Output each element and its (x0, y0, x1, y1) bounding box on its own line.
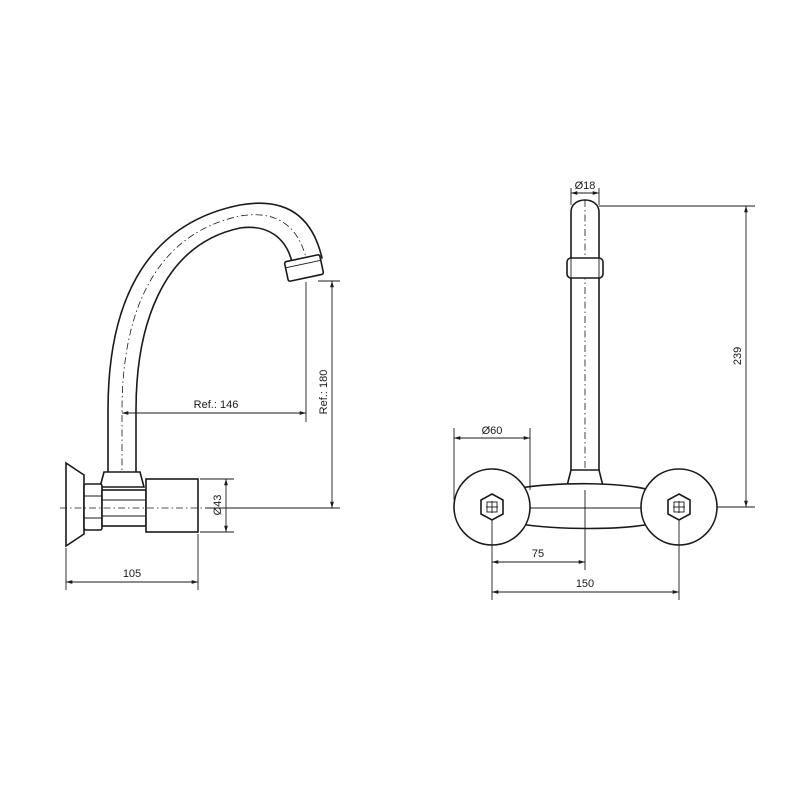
dimension-side-height: Ref.: 180 (205, 280, 340, 509)
dim-centers-label: 150 (576, 578, 594, 590)
hex-nut (83, 483, 103, 531)
dimension-front-rosette-diameter: Ø60 (453, 425, 531, 500)
dim-spout-diameter-label: Ø18 (575, 180, 596, 192)
spout-tube (107, 202, 323, 473)
dim-diameter-label: Ø43 (212, 495, 224, 516)
dimension-front-spout-diameter: Ø18 (570, 180, 600, 205)
dim-half-centers-label: 75 (532, 548, 544, 560)
side-view: 105 Ø43 Ref.: 146 Ref.: 180 (60, 202, 340, 590)
dimension-front-height: 239 (599, 205, 755, 508)
dim-front-height-label: 239 (732, 347, 744, 365)
dimension-front-centers: 150 (492, 520, 680, 600)
front-view: Ø18 239 Ø60 75 150 (453, 180, 755, 600)
wall-flange (65, 461, 85, 548)
dimension-side-width: 105 (65, 534, 199, 590)
dim-rosette-diameter-label: Ø60 (482, 425, 503, 437)
dim-height-label: Ref.: 180 (318, 370, 330, 415)
dimension-side-diameter: Ø43 (200, 478, 234, 533)
spout-collar (98, 471, 146, 488)
front-spout-ring (566, 257, 604, 279)
dim-width-label: 105 (123, 568, 141, 580)
spout-tube-inner (135, 226, 293, 473)
dimension-front-half-centers: 75 (491, 490, 586, 600)
spout-centerline (121, 214, 308, 480)
aerator-nozzle (283, 254, 325, 282)
dimension-side-reach: Ref.: 146 (122, 282, 307, 422)
dim-reach-label: Ref.: 146 (194, 399, 239, 411)
handle-cylinder (145, 478, 199, 533)
